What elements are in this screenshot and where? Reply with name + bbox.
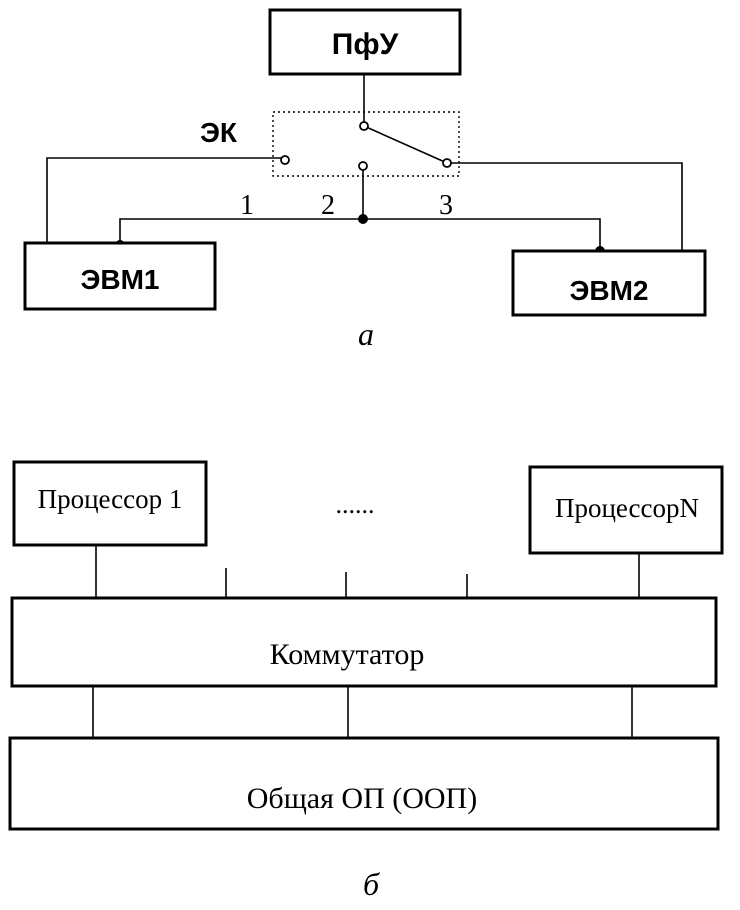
contact-2-terminal bbox=[358, 161, 368, 171]
wire-contact3-evm2 bbox=[447, 162, 683, 252]
evm2-label: ЭВМ2 bbox=[569, 275, 648, 306]
wire-contact1-evm1 bbox=[46, 157, 285, 242]
diagram-b: Процессор 1 ...... ПроцессорN Коммутатор… bbox=[8, 460, 724, 902]
processor-1-box bbox=[12, 460, 208, 547]
evm2-box bbox=[511, 249, 707, 317]
contact-3-terminal bbox=[442, 158, 452, 168]
switch-box bbox=[10, 596, 718, 688]
contact-2-label: 2 bbox=[321, 190, 335, 221]
contact-3-label: 3 bbox=[439, 190, 453, 221]
processor-n-box bbox=[528, 465, 724, 555]
processor-1-label: Процессор 1 bbox=[38, 484, 183, 514]
pfu-label: ПфУ bbox=[332, 28, 399, 61]
evm1-label: ЭВМ1 bbox=[80, 264, 159, 295]
contact-1-terminal bbox=[280, 155, 290, 165]
switch-arm bbox=[363, 125, 448, 164]
switch-label: ЭК bbox=[200, 117, 238, 148]
diagram-a: ПфУ ЭК 1 2 3 ЭВМ1 ЭВМ2 bbox=[23, 8, 707, 352]
caption-b: б bbox=[363, 866, 380, 902]
processor-n-label: ПроцессорN bbox=[555, 493, 699, 523]
shared-memory-box bbox=[8, 736, 720, 831]
caption-a: а bbox=[358, 316, 374, 352]
evm1-box bbox=[23, 241, 217, 311]
switch-pivot bbox=[359, 121, 369, 131]
shared-memory-label: Общая ОП (ООП) bbox=[247, 782, 477, 815]
contact-1-label: 1 bbox=[240, 190, 254, 221]
junction-dot bbox=[358, 214, 368, 224]
switch-box-label: Коммутатор bbox=[270, 638, 425, 671]
pfu-box bbox=[268, 8, 462, 76]
processors-ellipsis: ...... bbox=[336, 490, 375, 519]
